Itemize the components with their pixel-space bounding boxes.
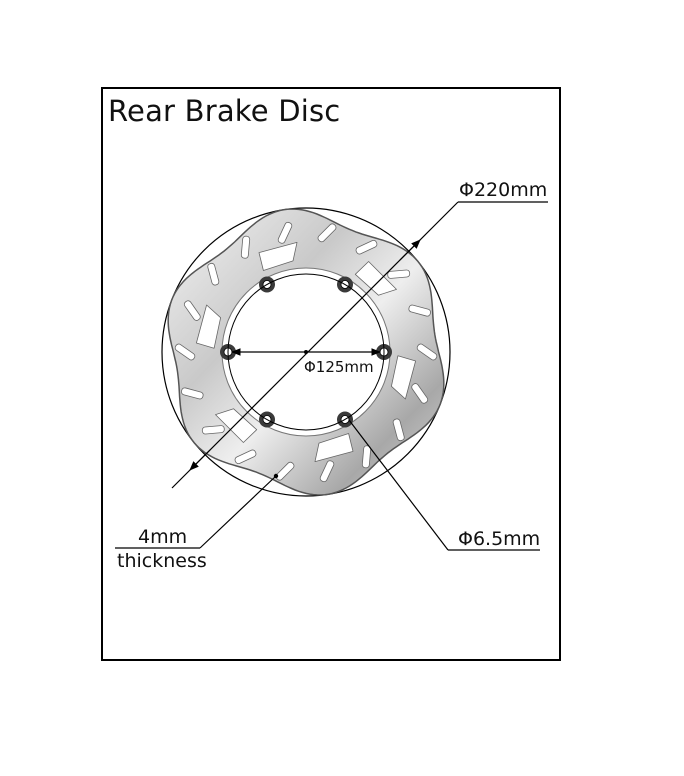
thickness-word-label: thickness: [117, 550, 207, 572]
thickness-value-label: 4mm: [138, 526, 187, 548]
cooling-slot: [207, 262, 220, 286]
hole-leader-line: [348, 419, 449, 551]
cooling-slot: [416, 343, 438, 361]
cooling-slot: [319, 460, 335, 483]
cooling-slot: [277, 221, 293, 244]
cooling-slot: [408, 304, 431, 317]
cooling-slot: [234, 449, 257, 465]
cooling-slot: [240, 235, 251, 259]
thickness-leader-line: [199, 475, 277, 549]
cooling-slot: [183, 300, 201, 321]
cooling-slot: [392, 418, 405, 442]
diagram-frame: [101, 87, 561, 661]
cooling-slot: [275, 461, 295, 481]
lightening-cutout: [390, 355, 417, 400]
cooling-slot: [355, 239, 378, 255]
outer-diameter-circle: [161, 207, 451, 497]
cooling-slot: [411, 383, 429, 404]
lightening-cutout: [354, 261, 397, 296]
outer-arrow-lower: [189, 449, 211, 471]
cooling-slot: [361, 445, 372, 469]
bolt-circle-label: Φ125mm: [304, 358, 374, 376]
cooling-slot: [201, 425, 225, 435]
outer-diameter-label: Φ220mm: [459, 179, 547, 201]
cooling-slot: [181, 387, 204, 400]
diagram-title: Rear Brake Disc: [108, 94, 341, 128]
bolt-circle: [227, 273, 385, 431]
cooling-slot: [317, 223, 337, 243]
hole-diameter-label: Φ6.5mm: [458, 528, 540, 550]
cooling-slot: [174, 343, 196, 361]
lightening-cutouts: [195, 241, 417, 463]
cooling-slot: [387, 269, 411, 279]
lightening-cutout: [258, 241, 298, 271]
lightening-cutout: [195, 304, 222, 349]
outer-arrow-upper: [399, 239, 421, 261]
cooling-slots: [174, 221, 438, 483]
thickness-point: [273, 473, 279, 479]
lightening-cutout: [314, 433, 354, 463]
lightening-cutout: [215, 408, 258, 443]
